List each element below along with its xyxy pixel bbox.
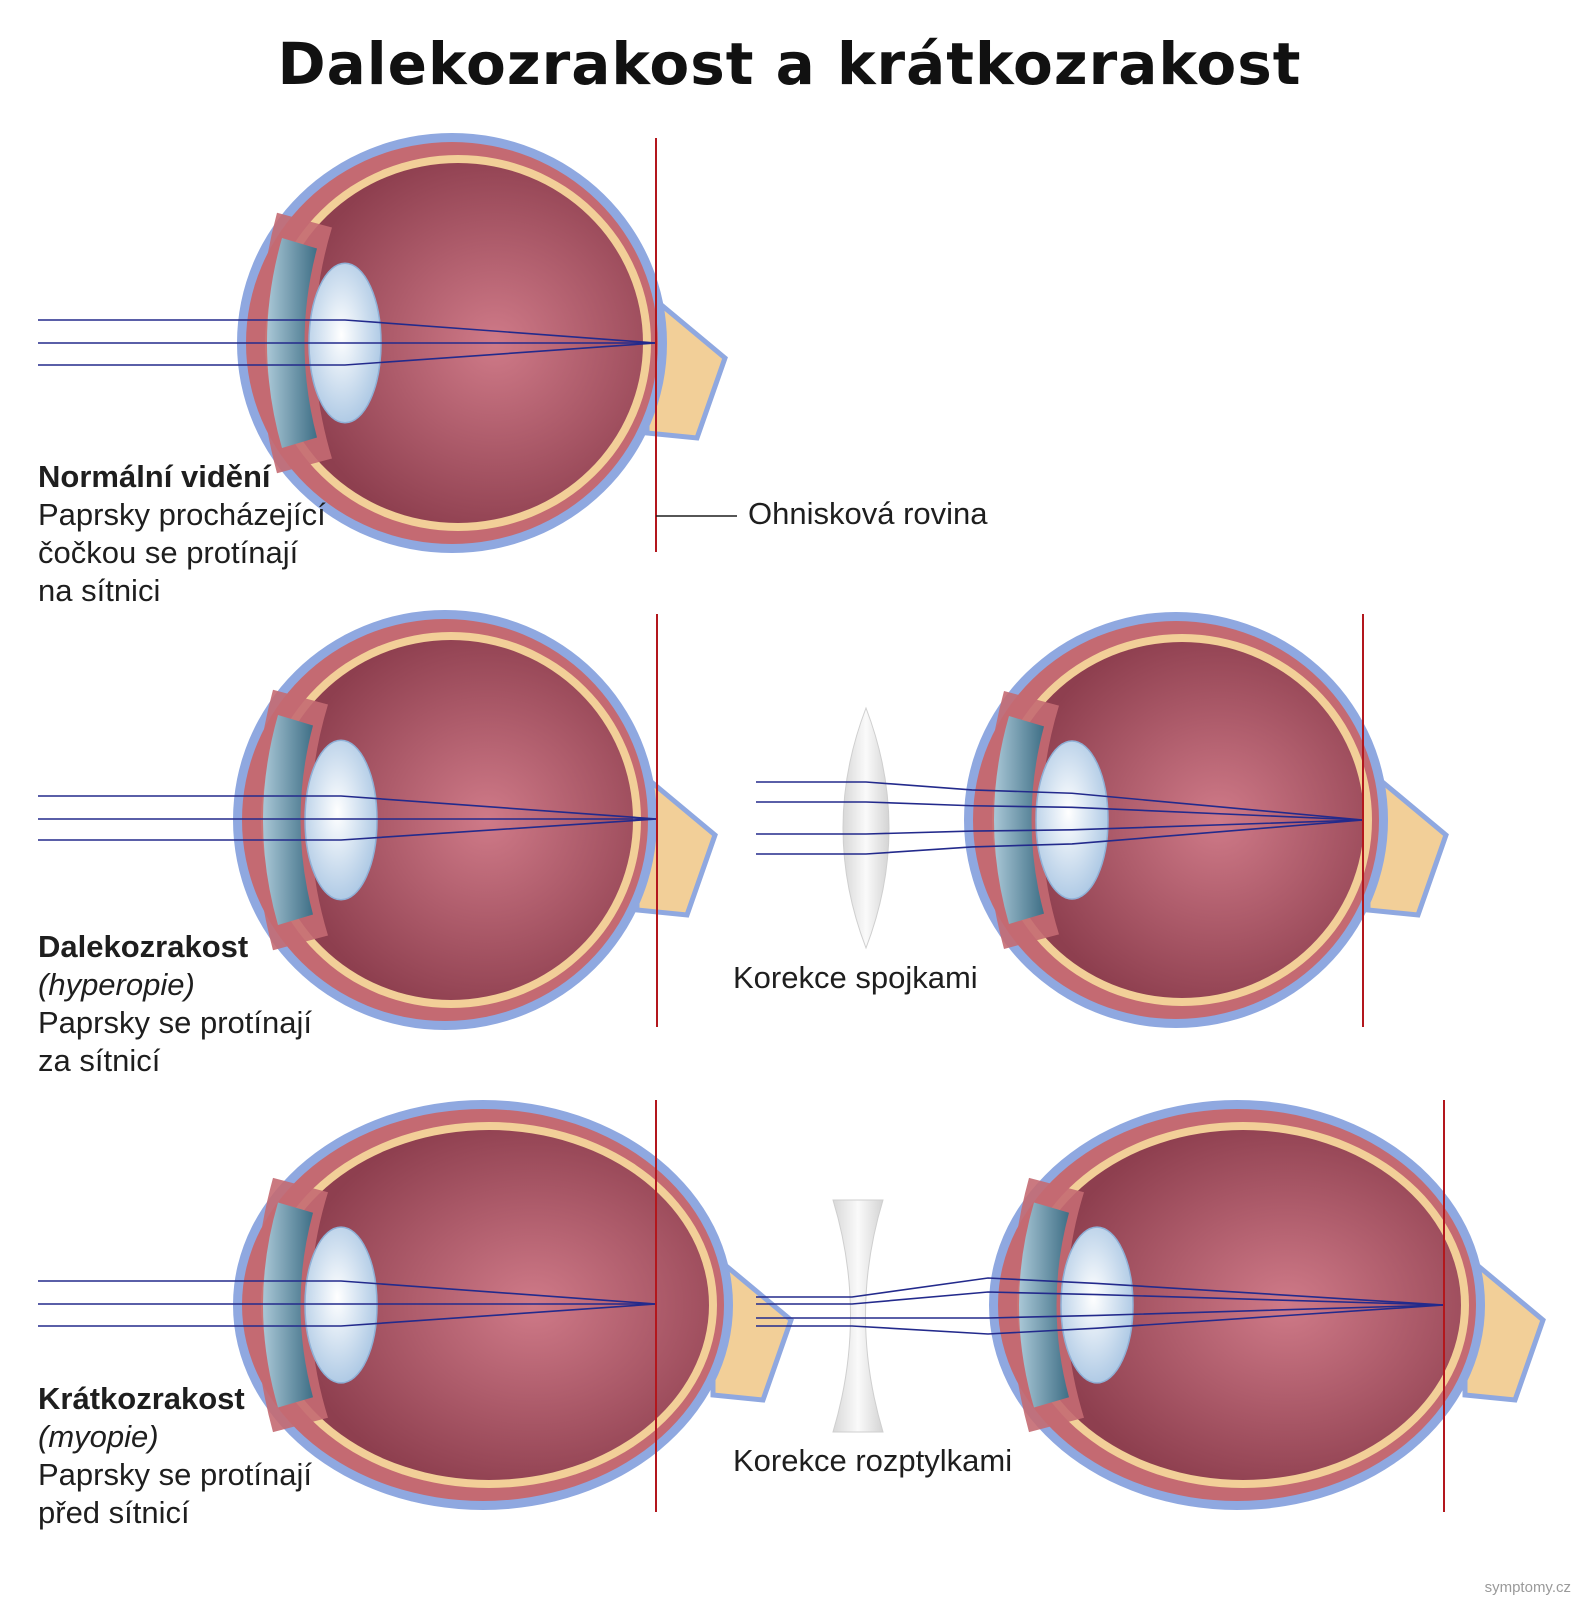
ray-hyperopia-right-2: [756, 819, 1364, 835]
eyeball-hyperopia-uncorrected: [233, 610, 718, 1030]
caption-hyperopia-line-2: za sítnicí: [38, 1043, 161, 1078]
watermark: symptomy.cz: [1484, 1579, 1571, 1596]
caption-hyperopia-term: (hyperopie): [38, 967, 195, 1002]
eyeball-myopia-uncorrected: [233, 1100, 794, 1510]
caption-myopia-line-1: Paprsky se protínají: [38, 1457, 312, 1492]
crystalline-lens: [304, 739, 378, 901]
ray-normal-2: [38, 342, 657, 366]
caption-myopia-line-2: před sítnicí: [38, 1495, 190, 1530]
caption-hyperopia: Dalekozrakost (hyperopie) Paprsky se pro…: [38, 928, 312, 1080]
crystalline-lens: [1035, 740, 1109, 900]
caption-normal: Normální vidění Paprsky procházející čoč…: [38, 458, 326, 610]
concave-lens: [832, 1199, 884, 1433]
concave-correction-label: Korekce rozptylkami: [733, 1443, 1013, 1478]
vitreous-body: [1000, 642, 1364, 998]
crystalline-lens: [304, 1226, 378, 1384]
convex-correction-label: Korekce spojkami: [733, 960, 978, 995]
caption-normal-line-3: na sítnici: [38, 573, 161, 608]
ray-hyperopia-right-3: [756, 819, 1364, 855]
page-title: Dalekozrakost a krátkozrakost: [277, 30, 1302, 98]
ray-myopia-right-0: [756, 1277, 1445, 1306]
convex-lens: [842, 706, 890, 950]
eyeball-myopia-corrected: [989, 1100, 1546, 1510]
ray-normal-0: [38, 319, 657, 344]
ray-myopia-left-2: [38, 1303, 657, 1327]
ray-hyperopia-right-0: [756, 781, 1364, 821]
caption-normal-line-2: čočkou se protínají: [38, 535, 299, 570]
focal-plane-label: Ohnisková rovina: [748, 496, 988, 531]
eyeball-hyperopia-corrected: [964, 612, 1449, 1028]
vitreous-body: [1025, 1130, 1461, 1480]
iris: [1019, 1202, 1069, 1408]
iris: [263, 1202, 313, 1408]
ray-myopia-right-1: [756, 1291, 1445, 1306]
crystalline-lens: [1060, 1226, 1134, 1384]
vitreous-body: [269, 640, 633, 1000]
ray-hyperopia-left-0: [38, 795, 658, 820]
caption-myopia-heading: Krátkozrakost: [38, 1381, 245, 1416]
iris: [994, 716, 1044, 924]
ray-hyperopia-right-1: [756, 801, 1364, 821]
caption-myopia-term: (myopie): [38, 1419, 159, 1454]
caption-hyperopia-heading: Dalekozrakost: [38, 929, 249, 964]
caption-myopia: Krátkozrakost (myopie) Paprsky se protín…: [38, 1380, 312, 1532]
ray-myopia-right-3: [756, 1304, 1445, 1335]
caption-normal-line-1: Paprsky procházející: [38, 497, 326, 532]
iris: [263, 715, 313, 925]
ray-myopia-right-2: [756, 1304, 1445, 1319]
ray-hyperopia-left-2: [38, 818, 658, 841]
vitreous-body: [269, 1130, 709, 1480]
caption-hyperopia-line-1: Paprsky se protínají: [38, 1005, 312, 1040]
ray-myopia-left-0: [38, 1280, 657, 1305]
caption-normal-heading: Normální vidění: [38, 459, 271, 494]
